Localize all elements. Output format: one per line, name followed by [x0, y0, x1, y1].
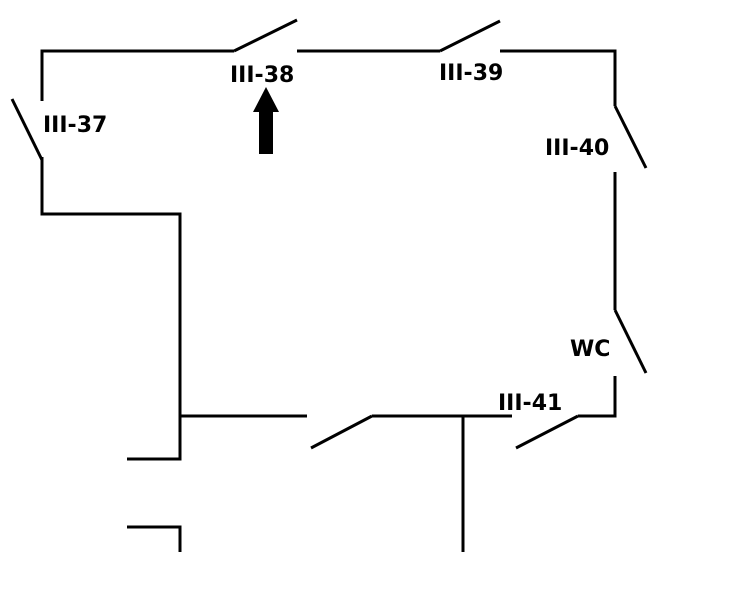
wall-left-lower: [40, 157, 182, 461]
room-label-iii-40: III-40: [545, 136, 609, 161]
wall-right-lower: [578, 376, 617, 418]
up-arrow-icon: [253, 87, 279, 154]
wall-group-bottom: [180, 414, 579, 552]
door-swing-corridor: [310, 414, 373, 450]
door-swing-iii-37: [10, 98, 44, 161]
wall-group-right: [578, 105, 648, 418]
room-label-iii-39: III-39: [439, 61, 503, 86]
door-swing-iii-39: [439, 19, 501, 53]
room-label-iii-38: III-38: [230, 63, 294, 88]
room-label-iii-41: III-41: [498, 391, 562, 416]
room-label-wc: WC: [570, 337, 610, 362]
room-label-iii-37: III-37: [43, 113, 107, 138]
door-swing-iii-41: [515, 414, 579, 450]
wall-top-right: [500, 49, 617, 106]
door-swing-iii-40: [613, 105, 648, 169]
arrow-shape: [253, 87, 279, 154]
wall-group-left: [10, 49, 234, 552]
door-swing-wc: [613, 309, 648, 374]
wall-top-left: [40, 49, 234, 101]
wall-group-top: [233, 18, 617, 106]
wall-bottom-left-stub: [127, 525, 182, 552]
door-swing-iii-38: [233, 18, 298, 53]
